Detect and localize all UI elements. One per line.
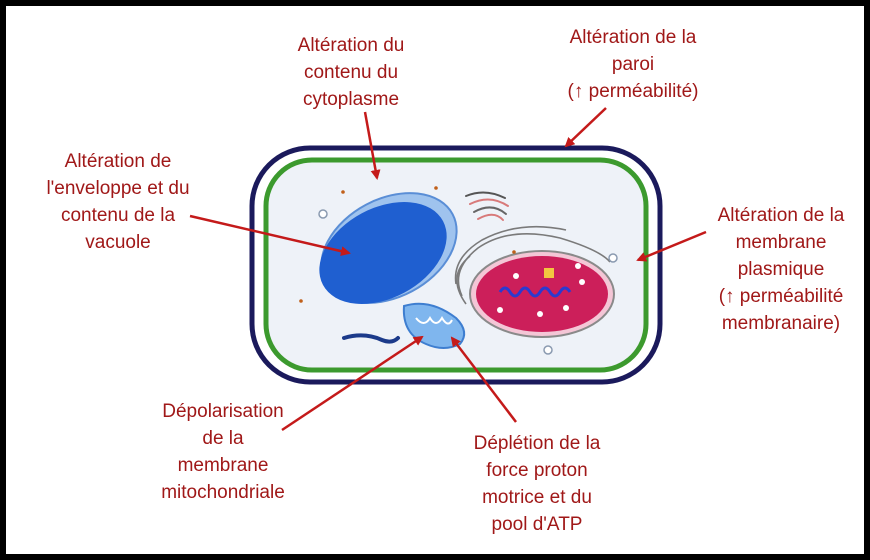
- label-mitochondria: Dépolarisation de la membrane mitochondr…: [138, 398, 308, 506]
- label-atp: Déplétion de la force proton motrice et …: [452, 430, 622, 538]
- label-cytoplasm: Altération du contenu du cytoplasme: [276, 32, 426, 113]
- nucleus: [476, 256, 608, 332]
- label-plasma-membrane: Altération de la membrane plasmique (↑ p…: [700, 202, 862, 337]
- arrow-wall: [566, 108, 606, 146]
- label-cell-wall: Altération de la paroi (↑ perméabilité): [548, 24, 718, 105]
- label-vacuole: Altération de l'enveloppe et du contenu …: [28, 148, 208, 256]
- nucleolus: [544, 268, 554, 278]
